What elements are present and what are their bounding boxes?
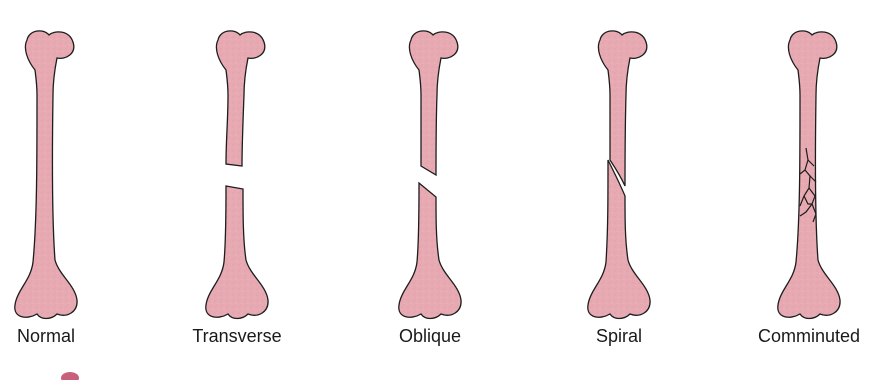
spiral-lower-fragment <box>588 160 650 319</box>
label-spiral: Spiral <box>530 326 708 347</box>
spiral-bone <box>530 0 708 340</box>
panel-normal: Normal <box>0 0 135 378</box>
panel-spiral: Spiral <box>530 0 708 378</box>
label-oblique: Oblique <box>341 326 519 347</box>
oblique-bone <box>341 0 519 340</box>
panel-oblique: Oblique <box>341 0 519 378</box>
comminuted-bone <box>720 0 890 340</box>
label-comminuted: Comminuted <box>720 326 890 347</box>
transverse-bone <box>148 0 326 340</box>
transverse-upper-fragment <box>216 31 264 166</box>
panel-transverse: Transverse <box>148 0 326 378</box>
label-transverse: Transverse <box>148 326 326 347</box>
panel-comminuted: Comminuted <box>720 0 890 378</box>
normal-bone <box>0 0 135 340</box>
label-normal: Normal <box>0 326 135 347</box>
spiral-upper-fragment <box>598 31 646 186</box>
oblique-upper-fragment <box>409 31 457 175</box>
bottom-cropped-mark <box>60 368 80 380</box>
normal-bone-shape <box>15 31 77 319</box>
oblique-lower-fragment <box>399 183 461 319</box>
transverse-lower-fragment <box>206 186 268 319</box>
